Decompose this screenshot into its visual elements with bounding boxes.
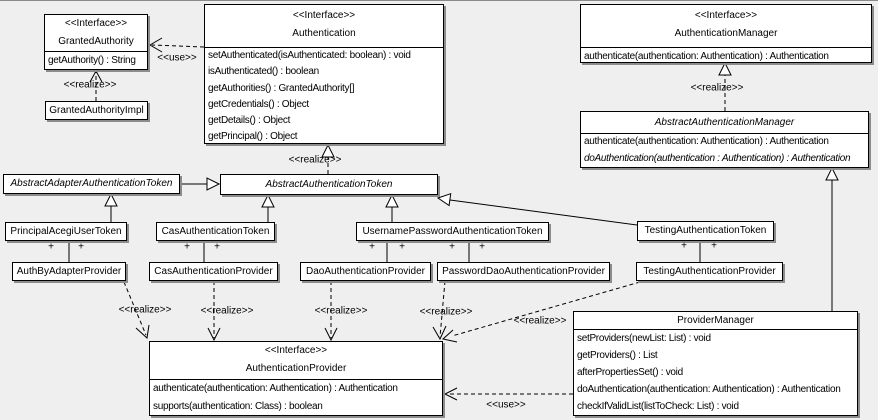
- class-name: DaoAuthenticationProvider: [306, 266, 425, 277]
- class-name: TestingAuthenticationProvider: [643, 266, 776, 277]
- class-auth-by-adapter-provider: AuthByAdapterProvider: [12, 262, 126, 281]
- class-name: GrantedAuthority: [58, 36, 134, 47]
- class-name: Authentication: [292, 28, 356, 39]
- association-end-plus: +: [399, 241, 405, 253]
- method: afterPropertiesSet() : void: [577, 367, 683, 378]
- realize-token-to-authentication: [321, 143, 335, 174]
- realize-password-dao-provider-to-provider-interface: [432, 280, 447, 341]
- stereotype: <<Interface>>: [694, 10, 758, 21]
- realize-impl-to-granted-authority: [89, 69, 103, 101]
- method: getPrincipal() : Object: [208, 131, 298, 143]
- method: getAuthority() : String: [48, 55, 136, 66]
- method: getDetails() : Object: [208, 115, 291, 127]
- class-name: AuthenticationProvider: [245, 363, 347, 374]
- class-name: AbstractAuthenticationToken: [265, 179, 393, 190]
- class-cas-authentication-provider: CasAuthenticationProvider: [149, 262, 278, 281]
- class-name: UsernamePasswordAuthenticationToken: [362, 226, 543, 237]
- association-end-plus: +: [184, 241, 190, 253]
- class-name: AuthenticationManager: [674, 28, 778, 39]
- use-authentication-to-granted-authority: [149, 37, 205, 53]
- generalization-username-token-to-abstract-token: [385, 193, 399, 222]
- class-name: GrantedAuthorityImpl: [49, 105, 144, 116]
- realize-cas-provider-to-provider-interface: [207, 281, 221, 342]
- method: setAuthenticated(isAuthenticated: boolea…: [208, 50, 411, 61]
- association-end-plus: +: [78, 241, 84, 253]
- association-end-plus: +: [449, 241, 455, 253]
- method: getAuthorities() : GrantedAuthority[]: [208, 82, 355, 94]
- method: authenticate(authentication: Authenticat…: [584, 136, 829, 147]
- method: supports(authentication: Class) : boolea…: [153, 400, 323, 412]
- class-name: AbstractAdapterAuthenticationToken: [10, 178, 173, 189]
- association-end-plus: +: [681, 240, 687, 252]
- class-abstract-authentication-token: AbstractAuthenticationToken: [220, 174, 438, 195]
- stereotype: <<Interface>>: [264, 345, 328, 356]
- method: authenticate(authentication: Authenticat…: [153, 383, 398, 394]
- class-username-password-authentication-token: UsernamePasswordAuthenticationToken: [356, 222, 549, 241]
- class-name: TestingAuthenticationToken: [644, 225, 767, 236]
- class-granted-authority-impl: GrantedAuthorityImpl: [45, 101, 148, 120]
- generalization-principal-token-to-adapter-token: [104, 192, 118, 222]
- generalization-cas-token-to-abstract-token: [261, 193, 275, 222]
- method: getProviders() : List: [577, 350, 658, 361]
- association-end-plus: +: [711, 240, 717, 252]
- method: doAuthentication(authentication: Authent…: [577, 384, 841, 395]
- method: setProviders(newList: List) : void: [577, 333, 711, 344]
- association-end-plus: +: [479, 241, 485, 253]
- stereotype: <<Interface>>: [292, 10, 356, 21]
- generalization-adapter-token-to-abstract-token: [180, 177, 221, 191]
- class-dao-authentication-provider: DaoAuthenticationProvider: [300, 262, 431, 281]
- realize-abstract-manager-to-manager: [718, 61, 732, 111]
- realize-testing-provider-to-provider-interface: [441, 281, 641, 343]
- class-name: ProviderManager: [677, 315, 754, 326]
- class-name: CasAuthenticationToken: [161, 226, 270, 237]
- class-granted-authority: <<Interface>> GrantedAuthority getAuthor…: [44, 14, 148, 70]
- class-abstract-adapter-authentication-token: AbstractAdapterAuthenticationToken: [3, 174, 180, 194]
- class-testing-authentication-provider: TestingAuthenticationProvider: [636, 262, 783, 281]
- class-abstract-authentication-manager: AbstractAuthenticationManager authentica…: [580, 111, 869, 168]
- class-name: CasAuthenticationProvider: [154, 266, 273, 277]
- class-authentication-manager: <<Interface>> AuthenticationManager auth…: [580, 4, 872, 63]
- class-principal-acegi-user-token: PrincipalAcegiUserToken: [5, 222, 127, 241]
- method: checkIfValidList(listToCheck: List) : vo…: [577, 401, 739, 412]
- association-end-plus: +: [214, 241, 220, 253]
- association-end-plus: +: [369, 241, 375, 253]
- class-name: PrincipalAcegiUserToken: [10, 226, 122, 237]
- class-authentication: <<Interface>> Authentication setAuthenti…: [204, 4, 444, 144]
- method: authenticate(authentication: Authenticat…: [584, 51, 829, 62]
- class-provider-manager: ProviderManager setProviders(newList: Li…: [573, 311, 858, 416]
- method: getCredentials() : Object: [208, 98, 309, 110]
- class-name: AuthByAdapterProvider: [16, 266, 122, 277]
- method: doAuthentication(authentication : Authen…: [584, 152, 851, 164]
- realize-dao-provider-to-provider-interface: [324, 281, 338, 342]
- class-password-dao-authentication-provider: PasswordDaoAuthenticationProvider: [437, 262, 610, 281]
- method: isAuthenticated() : boolean: [208, 66, 319, 78]
- use-provider-manager-to-provider-interface: [443, 387, 573, 401]
- class-authentication-provider: <<Interface>> AuthenticationProvider aut…: [149, 341, 443, 416]
- class-testing-authentication-token: TestingAuthenticationToken: [637, 221, 774, 241]
- class-cas-authentication-token: CasAuthenticationToken: [156, 222, 275, 241]
- realize-auth-by-adapter-to-provider-interface: [123, 281, 150, 339]
- association-end-plus: +: [48, 241, 54, 253]
- class-name: AbstractAuthenticationManager: [654, 117, 795, 128]
- stereotype: <<Interface>>: [64, 18, 128, 29]
- generalization-provider-manager-to-abstract-manager: [825, 166, 839, 311]
- generalization-testing-token-to-abstract-token: [436, 192, 638, 226]
- class-name: PasswordDaoAuthenticationProvider: [442, 266, 605, 277]
